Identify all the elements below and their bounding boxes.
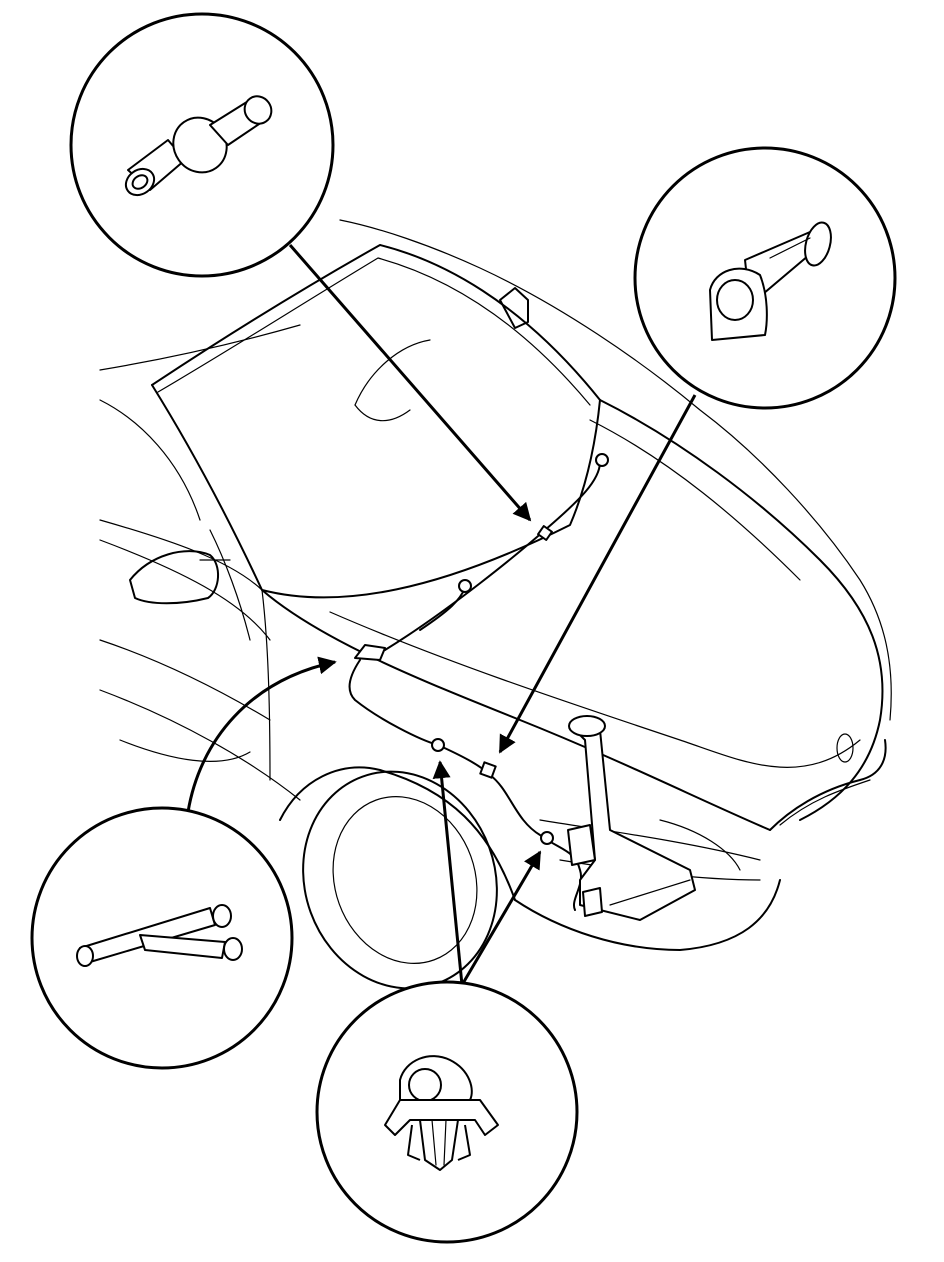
- callout-hose-joint-y: [30, 806, 294, 1070]
- car-body: [99, 219, 892, 990]
- washer-reservoir: [567, 715, 696, 921]
- washer-hose: [348, 453, 609, 911]
- leader-lines: [186, 244, 697, 986]
- straight-hose-joint-icon: [124, 95, 273, 197]
- callout-hose-clamp-clip: [633, 146, 897, 410]
- hose-clamp-clip-icon: [709, 221, 832, 341]
- callout-hose-clip-fastener: [315, 980, 579, 1244]
- callout-hose-joint-straight: [69, 12, 335, 278]
- y-hose-joint-icon: [76, 904, 243, 967]
- hose-clip-fastener-icon: [384, 1055, 499, 1171]
